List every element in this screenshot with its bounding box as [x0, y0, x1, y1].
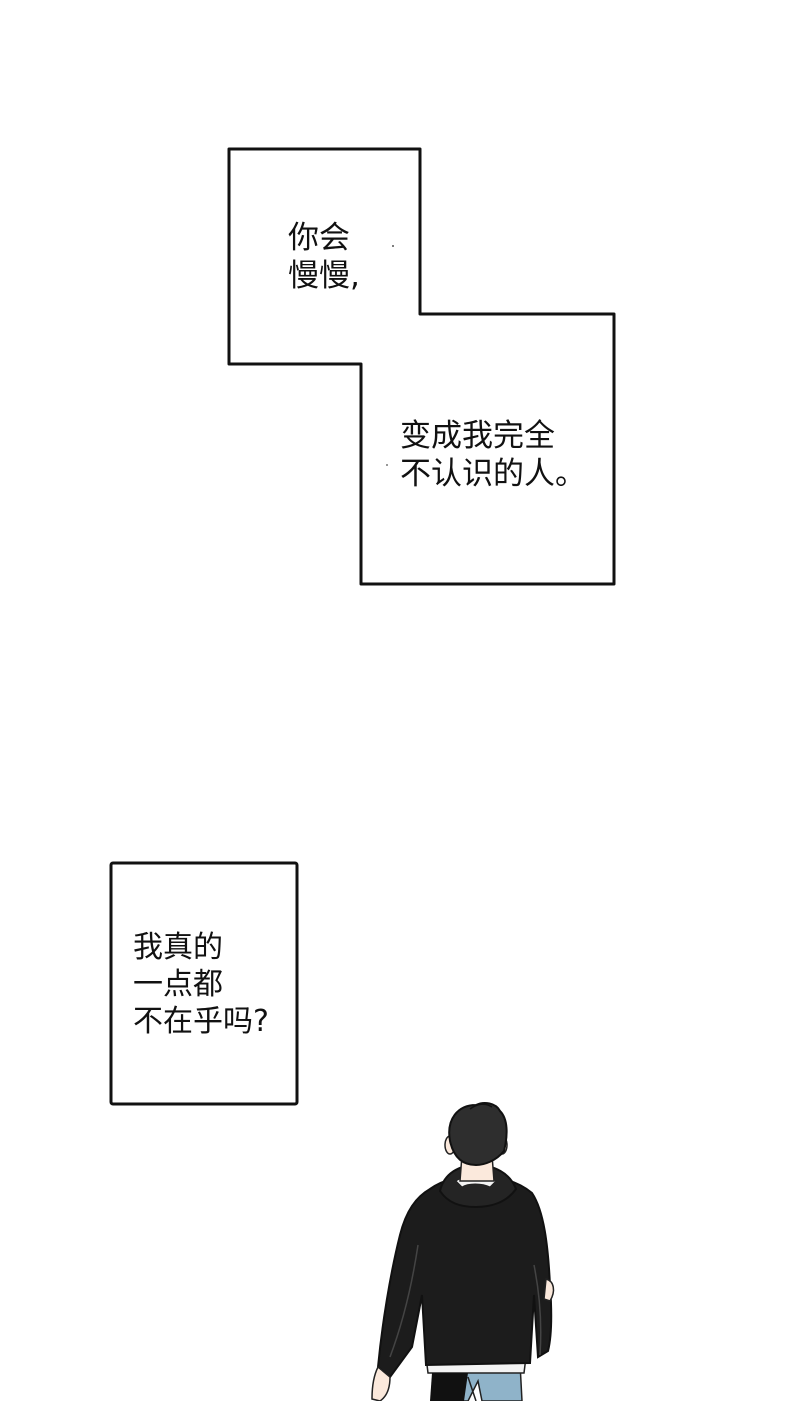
caption-line: 变成我完全: [400, 418, 555, 454]
caption-you-will-slowly: 你会 慢慢,: [288, 220, 360, 296]
caption-line: 一点都: [133, 966, 223, 1002]
caption-line: 慢慢,: [288, 257, 360, 294]
ink-speck: [386, 464, 388, 466]
right-hand: [543, 1278, 555, 1302]
caption-do-i-not-care: 我真的 一点都 不在乎吗?: [133, 930, 269, 1041]
sleeve-fold: [389, 1244, 419, 1358]
dark-leg: [430, 1373, 468, 1401]
left-hand: [371, 1365, 391, 1401]
caption-line: 不认识的人。: [400, 455, 586, 492]
ink-speck: [392, 245, 394, 247]
sleeve-fold: [533, 1264, 542, 1356]
hair-strand: [469, 1103, 493, 1110]
narration-box-stepped: [227, 147, 616, 586]
caption-line: 我真的: [133, 930, 223, 965]
man-from-behind-illustration: [371, 1102, 555, 1401]
narration-box-question: [109, 861, 299, 1106]
caption-line: 你会: [288, 220, 350, 256]
jeans-seam: [467, 1376, 477, 1401]
caption-line: 不在乎吗?: [133, 1003, 269, 1039]
caption-become-stranger: 变成我完全 不认识的人。: [400, 418, 586, 494]
hair: [448, 1102, 508, 1167]
